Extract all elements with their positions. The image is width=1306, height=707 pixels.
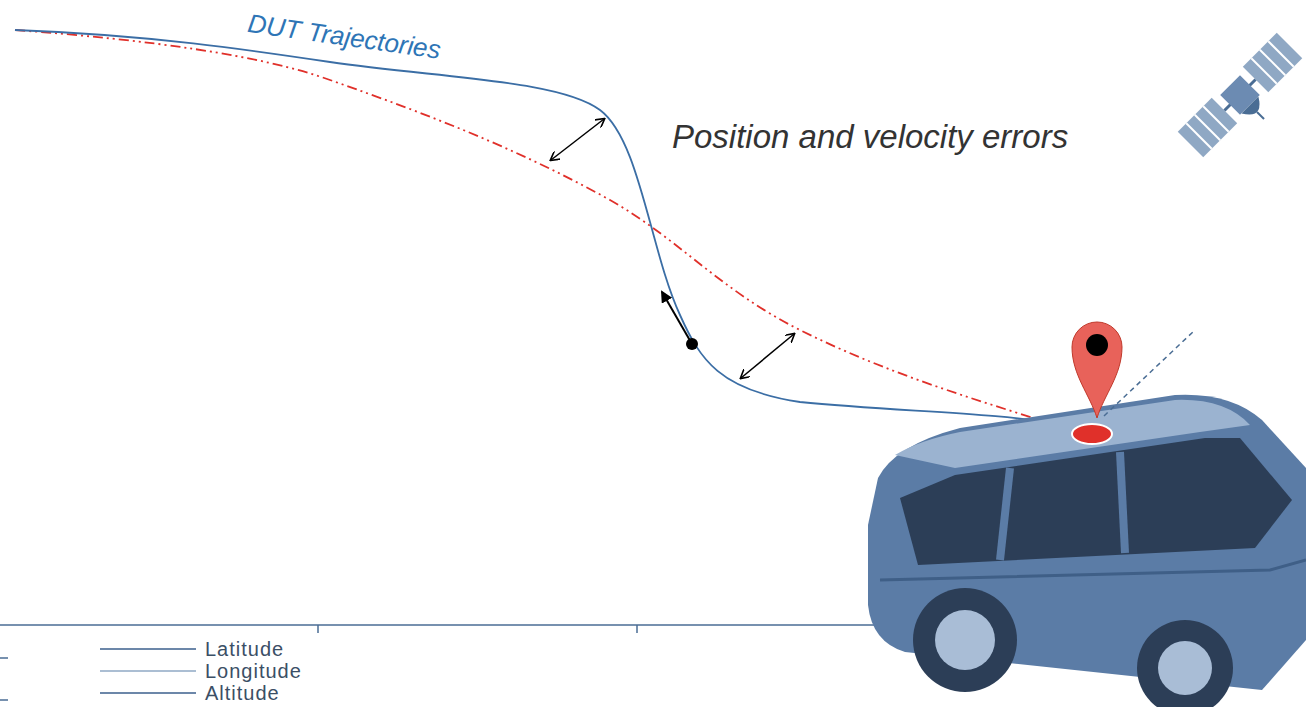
legend-line bbox=[100, 692, 196, 694]
axis-tick bbox=[0, 657, 8, 659]
legend-text: Longitude bbox=[205, 660, 302, 682]
legend-text: Latitude bbox=[205, 638, 284, 660]
location-pin bbox=[1072, 322, 1122, 418]
axis-tick bbox=[636, 625, 638, 633]
legend-line bbox=[100, 670, 196, 672]
error-arrow bbox=[741, 334, 794, 378]
error-arrow bbox=[551, 119, 604, 160]
antenna-spot bbox=[1072, 424, 1112, 444]
axis-tick bbox=[317, 625, 319, 633]
error-label: Position and velocity errors bbox=[672, 118, 1068, 156]
car-illustration bbox=[868, 395, 1306, 707]
velocity-arrow bbox=[662, 292, 692, 344]
legend-line bbox=[100, 648, 196, 650]
legend-text: Altitude bbox=[205, 682, 280, 704]
position-dot bbox=[686, 338, 698, 350]
satellite-icon bbox=[1178, 33, 1306, 169]
axis-tick bbox=[0, 699, 8, 701]
trajectory-label: DUT Trajectories bbox=[246, 8, 443, 66]
